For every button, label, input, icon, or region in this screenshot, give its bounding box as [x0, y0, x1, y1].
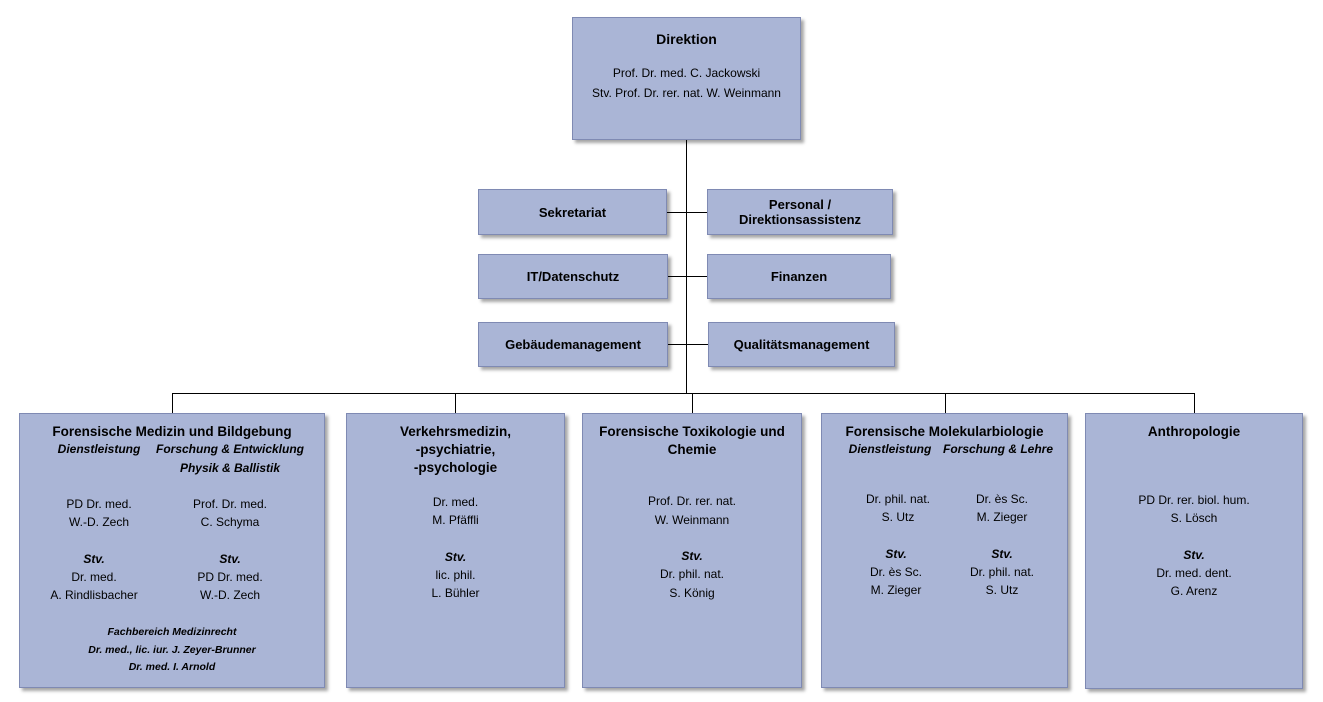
dept4-left-dep1: Dr. ès Sc.: [869, 565, 922, 579]
dept5-dep2: G. Arenz: [1170, 584, 1218, 598]
dept1-left-stv: Stv.: [83, 552, 105, 566]
dept5-dep1: Dr. med. dent.: [1156, 566, 1232, 580]
dept1-right-head2: C. Schyma: [200, 515, 260, 529]
dept4-left-dep2: M. Zieger: [870, 583, 922, 597]
dept1-box: Forensische Medizin und Bildgebung Diens…: [19, 413, 325, 688]
dept5-head1: PD Dr. rer. biol. hum.: [1138, 493, 1250, 507]
it-label: IT/Datenschutz: [526, 269, 620, 284]
dept4-left-head1: Dr. phil. nat.: [865, 492, 931, 506]
dept3-head1: Prof. Dr. rer. nat.: [647, 494, 737, 508]
dept2-drop-line: [455, 393, 456, 413]
sekretariat-label: Sekretariat: [538, 204, 607, 220]
dept2-title: Verkehrsmedizin, -psychiatrie, -psycholo…: [399, 424, 512, 475]
staff-connector-3: [668, 344, 708, 345]
dept1-right-dep1: PD Dr. med.: [197, 570, 263, 584]
dept1-right-stv: Stv.: [219, 552, 241, 566]
qualitaet-box: Qualitätsmanagement: [708, 322, 895, 367]
dept4-sub-left: Dienstleistung: [848, 442, 932, 456]
dept4-sub-right: Forschung & Lehre: [942, 442, 1053, 456]
dept1-fb-title: Fachbereich Medizinrecht: [107, 626, 237, 638]
dept1-fb-line2: Dr. med. I. Arnold: [128, 661, 216, 673]
dept5-box: Anthropologie PD Dr. rer. biol. hum. S. …: [1085, 413, 1303, 689]
dept3-title: Forensische Toxikologie und Chemie: [599, 424, 785, 457]
staff-connector-2: [668, 276, 707, 277]
dept3-head2: W. Weinmann: [654, 513, 730, 527]
dept1-right-dep2: W.-D. Zech: [199, 588, 260, 602]
dept1-left-head1: PD Dr. med.: [66, 497, 132, 511]
dept3-dep2: S. König: [669, 586, 715, 600]
sekretariat-box: Sekretariat: [478, 189, 667, 235]
dept3-box: Forensische Toxikologie und Chemie Prof.…: [582, 413, 802, 688]
dept1-sub-left: Dienstleistung: [57, 442, 141, 456]
dept5-stv: Stv.: [1183, 548, 1205, 562]
dept4-left-head2: S. Utz: [881, 510, 915, 524]
dept4-right-dep2: S. Utz: [985, 583, 1019, 597]
dept4-box: Forensische Molekularbiologie Dienstleis…: [821, 413, 1068, 688]
personal-label: Personal / Direktionsassistenz: [738, 197, 862, 227]
dept2-head1: Dr. med.: [432, 495, 479, 509]
dept4-right-dep1: Dr. phil. nat.: [969, 565, 1035, 579]
dept1-left-dep2: A. Rindlisbacher: [50, 588, 138, 602]
direktion-director: Prof. Dr. med. C. Jackowski: [612, 66, 761, 80]
dept5-head2: S. Lösch: [1170, 511, 1218, 525]
dept1-sub-right2: Physik & Ballistik: [179, 461, 281, 475]
it-box: IT/Datenschutz: [478, 254, 668, 299]
dept1-drop-line: [172, 393, 173, 413]
direktion-deputy: Stv. Prof. Dr. rer. nat. W. Weinmann: [592, 86, 781, 100]
gebaeude-label: Gebäudemanagement: [505, 337, 641, 352]
dept1-right-head1: Prof. Dr. med.: [192, 497, 268, 511]
dept2-dep1: lic. phil.: [435, 568, 476, 582]
dept1-left-dep1: Dr. med.: [71, 570, 117, 584]
dept4-title: Forensische Molekularbiologie: [845, 424, 1044, 439]
gebaeude-box: Gebäudemanagement: [478, 322, 668, 367]
finanzen-label: Finanzen: [770, 269, 828, 284]
staff-connector-1: [667, 212, 707, 213]
dept2-head2: M. Pfäffli: [432, 513, 479, 527]
department-bus-line: [172, 393, 1195, 394]
dept3-stv: Stv.: [681, 549, 703, 563]
direktion-box: Direktion Prof. Dr. med. C. Jackowski St…: [572, 17, 801, 140]
direktion-title: Direktion: [656, 31, 717, 47]
dept4-right-head2: M. Zieger: [976, 510, 1028, 524]
dept3-dep1: Dr. phil. nat.: [659, 567, 725, 581]
dept4-right-head1: Dr. ès Sc.: [975, 492, 1028, 506]
dept1-left-head2: W.-D. Zech: [68, 515, 129, 529]
trunk-line: [686, 140, 687, 393]
personal-box: Personal / Direktionsassistenz: [707, 189, 893, 235]
dept1-sub-right: Forschung & Entwicklung: [155, 442, 304, 456]
dept4-drop-line: [945, 393, 946, 413]
dept1-fb-line1: Dr. med., lic. iur. J. Zeyer-Brunner: [88, 644, 256, 656]
dept2-stv: Stv.: [444, 550, 467, 564]
qualitaet-label: Qualitätsmanagement: [733, 337, 870, 352]
dept5-title: Anthropologie: [1147, 424, 1241, 439]
dept4-right-stv: Stv.: [991, 547, 1013, 561]
dept1-title: Forensische Medizin und Bildgebung: [52, 424, 292, 439]
dept2-box: Verkehrsmedizin, -psychiatrie, -psycholo…: [346, 413, 565, 688]
dept4-left-stv: Stv.: [885, 547, 907, 561]
dept5-drop-line: [1194, 393, 1195, 413]
finanzen-box: Finanzen: [707, 254, 891, 299]
dept2-dep2: L. Bühler: [431, 586, 480, 600]
dept3-drop-line: [692, 393, 693, 413]
